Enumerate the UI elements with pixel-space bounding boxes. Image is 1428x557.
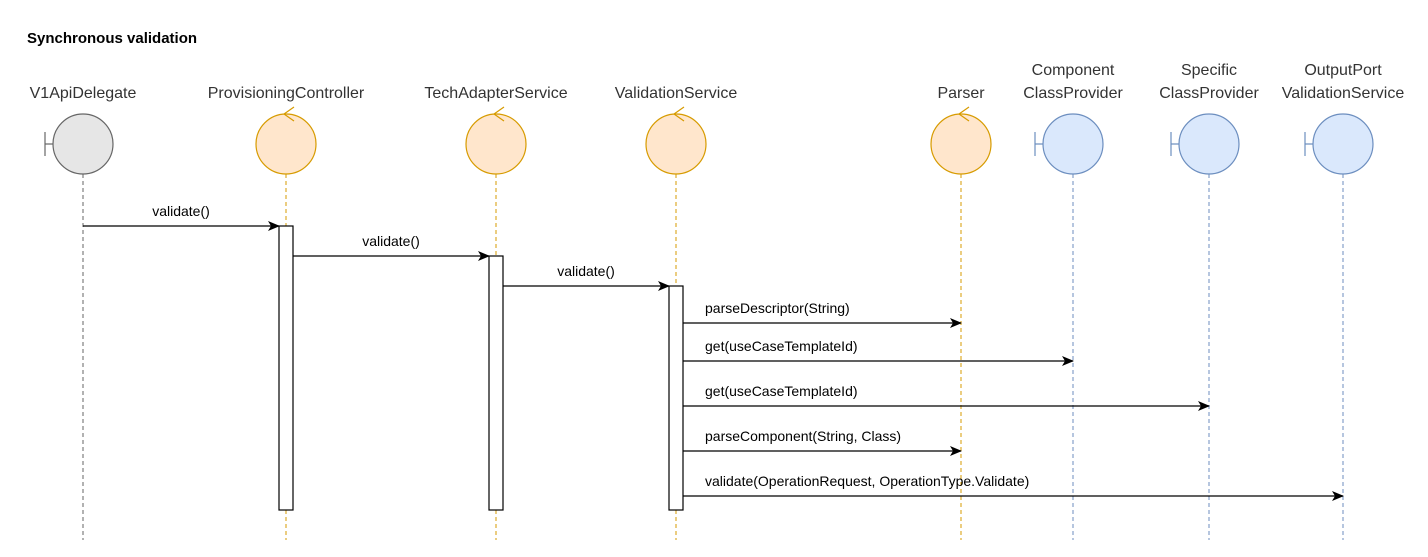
message-4: parseDescriptor(String) bbox=[683, 300, 962, 328]
participant-label-techadapter: TechAdapterService bbox=[424, 85, 567, 102]
control-icon-provctrl bbox=[255, 113, 317, 175]
participant-techadapter: TechAdapterService bbox=[424, 85, 568, 175]
message-3: validate() bbox=[503, 263, 670, 291]
message-6: get(useCaseTemplateId) bbox=[683, 383, 1210, 411]
boundary-icon-compclass bbox=[1042, 113, 1104, 175]
control-arrow-techadapter bbox=[492, 106, 505, 122]
message-label-2: validate() bbox=[362, 233, 420, 249]
participant-label-compclass-line2: ClassProvider bbox=[1023, 85, 1123, 102]
control-arrow-parser bbox=[957, 106, 970, 122]
activation-bar-provctrl bbox=[278, 225, 294, 511]
participant-label-parser: Parser bbox=[937, 85, 985, 102]
control-icon-parser bbox=[930, 113, 992, 175]
control-arrow-validation bbox=[672, 106, 685, 122]
participant-label-v1api: V1ApiDelegate bbox=[30, 85, 137, 102]
messages-layer: validate() validate() validate() parseDescr… bbox=[83, 203, 1344, 501]
message-5: get(useCaseTemplateId) bbox=[683, 338, 1074, 366]
message-label-1: validate() bbox=[152, 203, 210, 219]
participant-provctrl: ProvisioningController bbox=[208, 85, 365, 175]
message-2: validate() bbox=[293, 233, 490, 261]
activations-layer bbox=[278, 225, 684, 511]
message-label-4: parseDescriptor(String) bbox=[705, 300, 850, 316]
activation-bar-techadapter bbox=[488, 255, 504, 511]
participant-label-provctrl: ProvisioningController bbox=[208, 85, 365, 102]
boundary-icon-specclass bbox=[1178, 113, 1240, 175]
message-label-6: get(useCaseTemplateId) bbox=[705, 383, 858, 399]
message-label-3: validate() bbox=[557, 263, 615, 279]
diagram-title: Synchronous validation bbox=[27, 30, 197, 47]
control-icon-validation bbox=[645, 113, 707, 175]
participant-label-specclass-line1: Specific bbox=[1181, 62, 1237, 79]
participant-label-specclass-line2: ClassProvider bbox=[1159, 85, 1259, 102]
participant-v1api: V1ApiDelegate bbox=[30, 85, 137, 175]
boundary-icon-outport bbox=[1312, 113, 1374, 175]
activation-bar-validation bbox=[668, 285, 684, 511]
participant-label-outport-line1: OutputPort bbox=[1304, 62, 1382, 79]
participant-validation: ValidationService bbox=[615, 85, 738, 175]
participants-layer: V1ApiDelegate ProvisioningController TechA… bbox=[30, 62, 1405, 175]
participant-parser: Parser bbox=[930, 85, 992, 175]
message-8: validate(OperationRequest, OperationType… bbox=[683, 473, 1344, 501]
message-label-5: get(useCaseTemplateId) bbox=[705, 338, 858, 354]
message-label-7: parseComponent(String, Class) bbox=[705, 428, 901, 444]
message-7: parseComponent(String, Class) bbox=[683, 428, 962, 456]
participant-label-compclass-line1: Component bbox=[1032, 62, 1115, 79]
control-arrow-provctrl bbox=[282, 106, 295, 122]
participant-label-validation: ValidationService bbox=[615, 85, 738, 102]
boundary-icon-v1api bbox=[52, 113, 114, 175]
message-label-8: validate(OperationRequest, OperationType… bbox=[705, 473, 1029, 489]
participant-label-outport-line2: ValidationService bbox=[1282, 85, 1405, 102]
control-icon-techadapter bbox=[465, 113, 527, 175]
message-1: validate() bbox=[83, 203, 280, 231]
